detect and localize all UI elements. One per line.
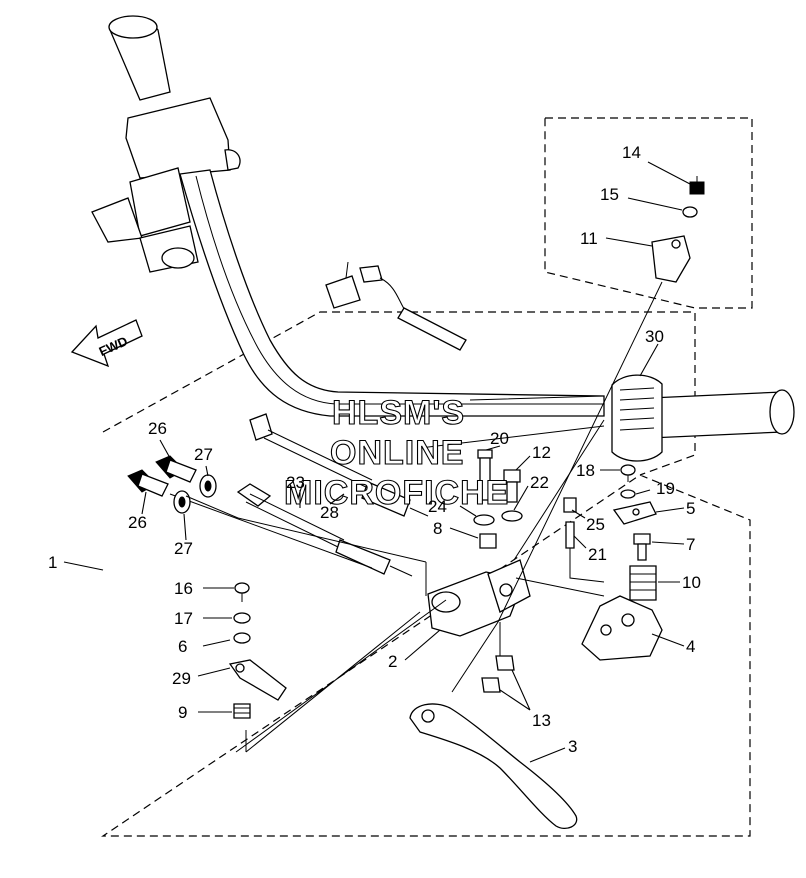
upper-wiring [325,261,467,351]
handlebar [91,15,605,417]
throttle-grip [611,374,795,462]
callout-2: 2 [388,652,397,671]
callout-8: 8 [433,519,442,538]
callout-5: 5 [686,499,695,518]
washer-6 [233,632,251,644]
callout-6: 6 [178,637,187,656]
callout-19: 19 [656,479,675,498]
screw-16 [234,582,250,602]
pin-25 [563,497,577,513]
locknut-27-upper [199,474,217,498]
hot-start-cable [169,483,413,577]
callout-labels: 1 2 3 4 5 6 7 8 9 10 11 12 13 14 15 16 1… [48,143,701,756]
callout-27-upper: 27 [194,445,213,464]
nut-13-upper [495,655,515,671]
screw-18 [620,464,636,482]
plunger-7 [633,533,651,561]
callout-24: 24 [428,497,447,516]
callout-30: 30 [645,327,664,346]
lever-3 [409,703,578,830]
callout-9: 9 [178,703,187,722]
washer-19 [620,489,636,499]
plate-29 [228,659,287,701]
nut-13-lower [481,677,501,693]
washer-15 [682,206,698,218]
clutch-switch-cable [249,413,429,517]
callout-12: 12 [532,443,551,462]
washer-24 [473,514,495,526]
lever-holder-2 [427,559,531,637]
forward-arrow: FWD [70,319,143,368]
bolt-12 [503,469,521,503]
callout-21: 21 [588,545,607,564]
washer-22 [501,510,523,522]
callout-1: 1 [48,553,57,572]
watermark: HLSM'S ONLINE MICROFICHE [283,393,509,512]
callout-7: 7 [686,535,695,554]
callout-13: 13 [532,711,551,730]
spring-10 [629,565,657,601]
bracket-11 [651,235,691,283]
callout-17: 17 [174,609,193,628]
adjuster-26-lower [127,469,169,497]
callout-10: 10 [682,573,701,592]
callout-23: 23 [286,473,305,492]
hot-start-lever-4 [581,595,663,661]
callout-4: 4 [686,637,695,656]
plate-5 [612,501,657,525]
callout-15: 15 [600,185,619,204]
callout-20: 20 [490,429,509,448]
collar-8 [479,533,497,549]
spring-9 [233,703,251,719]
callout-14: 14 [622,143,641,162]
watermark-line-3: MICROFICHE [284,474,509,512]
callout-16: 16 [174,579,193,598]
watermark-line-1: HLSM'S [332,394,465,432]
callout-25: 25 [586,515,605,534]
watermark-line-2: ONLINE [330,434,464,472]
callout-22: 22 [530,473,549,492]
callout-11: 11 [580,229,598,248]
pin-21 [565,521,575,549]
callout-27-lower: 27 [174,539,193,558]
assembly-boundary-bracket [544,117,753,309]
leader-lines [63,161,691,763]
guide-lines [185,281,663,753]
adjuster-26-upper [155,455,197,483]
screw-14 [689,176,705,195]
callout-18: 18 [576,461,595,480]
callout-29: 29 [172,669,191,688]
callout-26-lower: 26 [128,513,147,532]
locknut-27-lower [173,490,191,514]
assembly-boundary-main [101,311,751,837]
callout-26-upper: 26 [148,419,167,438]
callout-28: 28 [320,503,339,522]
washer-17 [233,612,251,624]
callout-3: 3 [568,737,577,756]
